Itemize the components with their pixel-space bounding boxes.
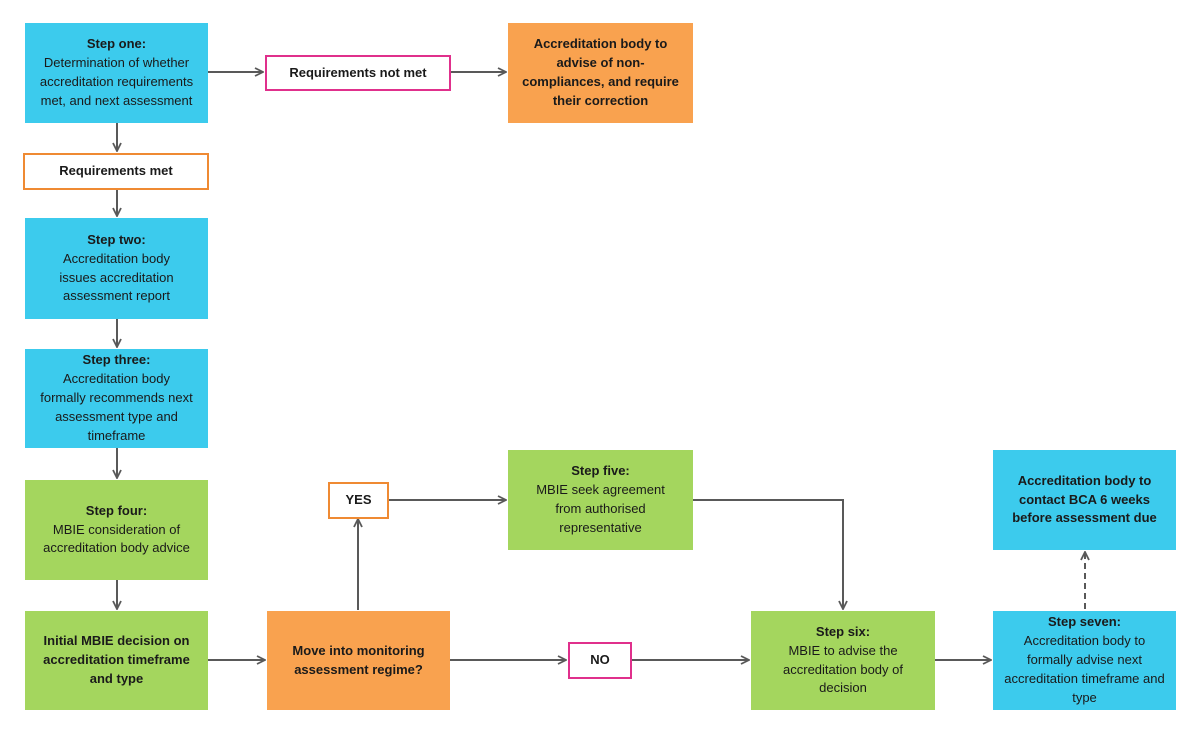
step-one-title: Step one: <box>86 36 147 52</box>
initial-decision-text: Initial MBIE decision on accreditation t… <box>43 633 190 686</box>
yes-label: YES <box>345 492 372 508</box>
step-six-title: Step six: <box>815 623 871 639</box>
step-three-text: Accreditation body formally recommends n… <box>40 371 193 443</box>
step-four-title: Step four: <box>85 502 148 518</box>
step-seven-text: Accreditation body to formally advise ne… <box>1004 633 1165 705</box>
arrow-step5-to-step6 <box>693 499 843 609</box>
requirements-not-met-box: Requirements not met <box>265 55 451 91</box>
monitoring-question-box: Move into monitoring assessment regime? <box>267 611 450 710</box>
requirements-met-label: Requirements met <box>59 163 173 179</box>
step-one-text: Determination of whether accreditation r… <box>39 55 194 108</box>
step-three-title: Step three: <box>82 352 151 368</box>
step-five-title: Step five: <box>571 463 630 479</box>
advise-non-compliances-text: Accreditation body to advise of non-comp… <box>522 36 679 108</box>
monitoring-question-text: Move into monitoring assessment regime? <box>292 642 425 677</box>
requirements-not-met-label: Requirements not met <box>289 64 427 80</box>
contact-bca-box: Accreditation body to contact BCA 6 week… <box>993 450 1176 550</box>
step-two-box: Step two: Accreditation body issues accr… <box>25 218 208 319</box>
step-four-box: Step four: MBIE consideration of accredi… <box>25 480 208 580</box>
step-one-box: Step one: Determination of whether accre… <box>25 23 208 123</box>
no-label: NO <box>590 652 610 668</box>
step-two-text: Accreditation body issues accreditation … <box>59 250 174 304</box>
initial-decision-box: Initial MBIE decision on accreditation t… <box>25 611 208 710</box>
step-six-text: MBIE to advise the accreditation body of… <box>783 642 903 696</box>
step-five-box: Step five: MBIE seek agreement from auth… <box>508 450 693 550</box>
step-three-box: Step three: Accreditation body formally … <box>25 349 208 448</box>
yes-box: YES <box>328 482 389 519</box>
step-seven-box: Step seven: Accreditation body to formal… <box>993 611 1176 710</box>
step-seven-title: Step seven: <box>1048 614 1121 630</box>
step-six-box: Step six: MBIE to advise the accreditati… <box>751 611 935 710</box>
requirements-met-box: Requirements met <box>23 153 209 190</box>
step-five-text: MBIE seek agreement from authorised repr… <box>536 482 665 535</box>
contact-bca-text: Accreditation body to contact BCA 6 week… <box>1012 472 1157 526</box>
advise-non-compliances-box: Accreditation body to advise of non-comp… <box>508 23 693 123</box>
step-two-title: Step two: <box>87 231 146 247</box>
no-box: NO <box>568 642 632 679</box>
step-four-text: MBIE consideration of accreditation body… <box>43 521 190 556</box>
